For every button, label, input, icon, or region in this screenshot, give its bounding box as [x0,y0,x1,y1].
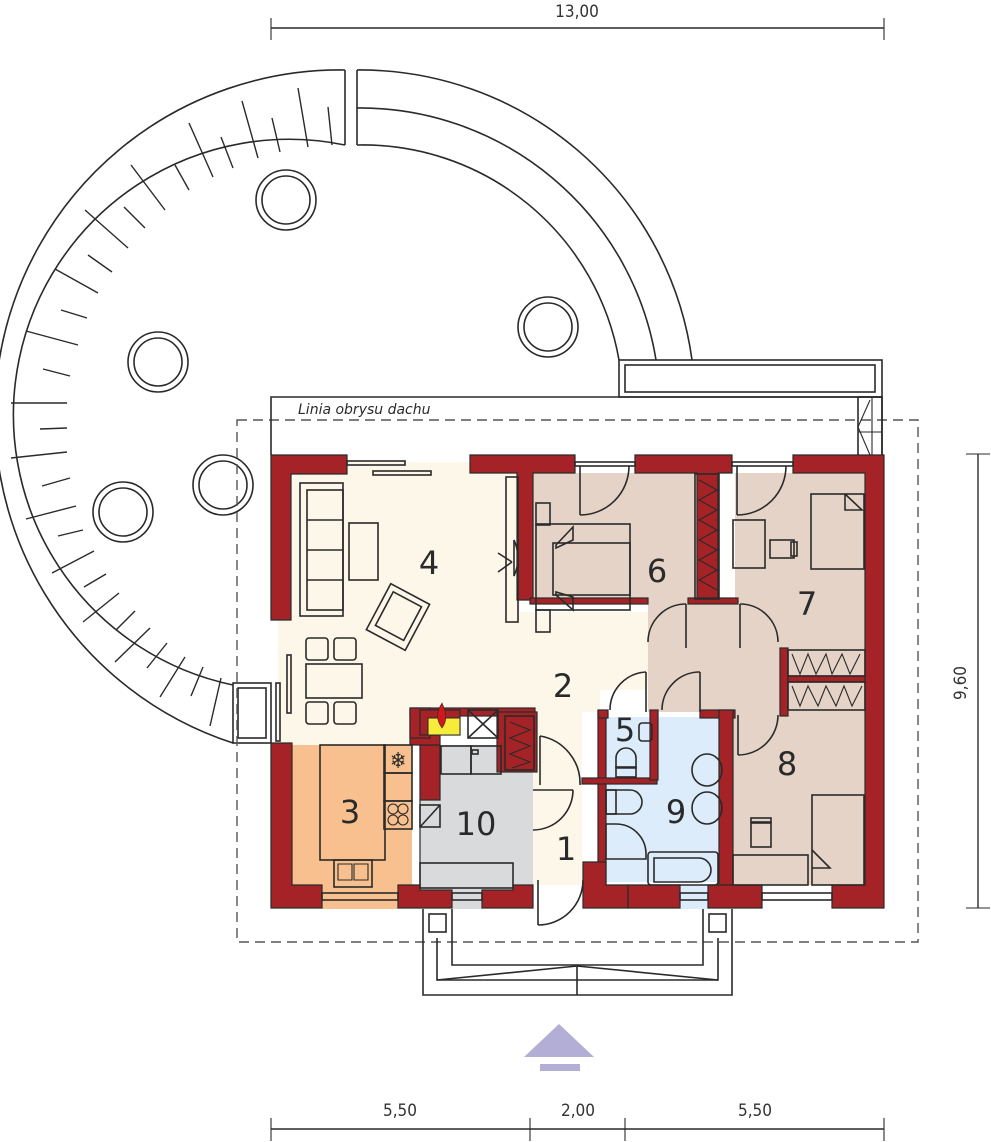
entrance-porch [422,909,733,996]
ladder-symbol [857,396,883,458]
windows [275,460,833,901]
curved-terrace [0,69,883,744]
roof-outline [236,419,919,943]
bottom-dimension-label-2: 2,00 [561,1101,595,1121]
bottom-dimension-label-3: 5,50 [738,1101,772,1121]
top-dimension-label: 13,00 [555,2,599,22]
room-number-4: 4 [419,544,439,582]
bedroom-6-furniture [535,473,720,633]
room-number-2: 2 [553,667,573,705]
bottom-dimension: 5,50 2,00 5,50 [270,1101,885,1141]
right-dimension-label: 9,60 [951,666,971,700]
kitchen-fixtures: ❄ [319,744,413,888]
utility-fixtures [419,745,514,889]
room-number-5: 5 [615,711,635,749]
fireplace [419,702,499,739]
entrance-arrow-up-icon [524,1024,594,1071]
bedroom-8-furniture [732,794,865,886]
bath-fixtures [605,722,723,886]
room-fills [278,462,865,909]
room-number-9: 9 [666,793,686,831]
bottom-dimension-label-1: 5,50 [383,1101,417,1121]
hall-wardrobe [504,715,535,771]
living-furniture [299,476,519,725]
room-labels: 1 2 3 4 5 6 7 8 9 10 [340,544,817,868]
top-dimension: 13,00 [270,2,885,40]
doors [532,465,787,926]
room-number-6: 6 [647,552,667,590]
room-number-3: 3 [340,793,360,831]
right-dimension: 9,60 [951,453,990,909]
room-number-8: 8 [777,745,797,783]
room-number-10: 10 [456,805,497,843]
room-number-7: 7 [797,585,817,623]
freezer-snowflake-icon: ❄ [390,749,407,774]
roof-outline-label: Linia obrysu dachu [298,402,431,418]
bedroom-7-furniture [732,493,866,711]
flame-icon [437,702,447,729]
terrace-columns [92,169,579,543]
room-number-1: 1 [556,830,576,868]
